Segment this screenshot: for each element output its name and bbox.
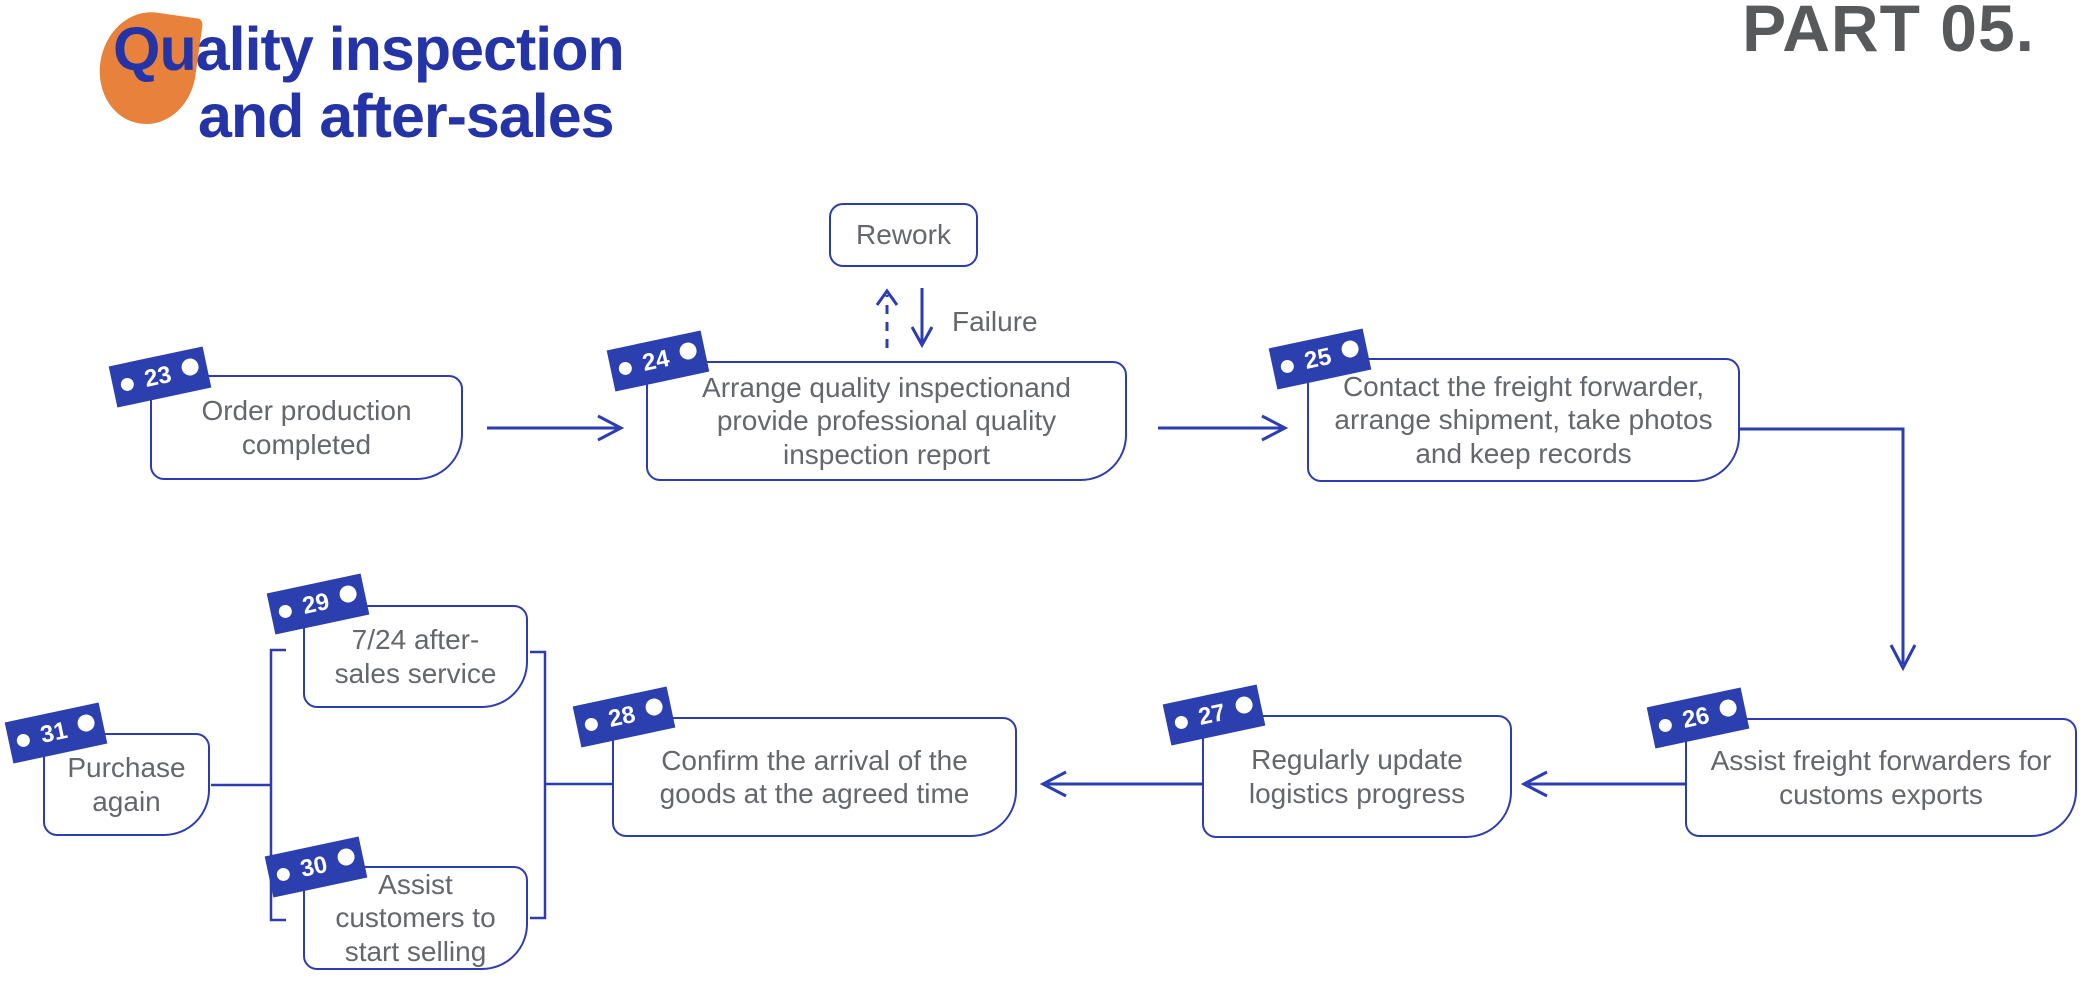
step-text-31: Purchase again [67,752,186,817]
step-number-27: 27 [1196,698,1228,731]
step-number-23: 23 [142,360,174,393]
rework-box: Rework [829,203,978,267]
page-title-line1: Quality inspection [113,15,625,83]
arrow-26-to-27 [1520,770,1685,798]
arrow-27-to-28 [1039,770,1202,798]
step-text-28: Confirm the arrival of the goods at the … [659,744,970,809]
step-number-28: 28 [606,700,638,733]
step-number-24: 24 [640,344,672,377]
step-text-29: 7/24 after-sales service [334,624,497,689]
step-box-29: 7/24 after-sales service [303,605,528,708]
arrow-rework-to-24-solid [910,288,934,349]
step-box-27: Regularly update logistics progress [1202,715,1512,838]
step-text-27: Regularly update logistics progress [1248,744,1466,809]
failure-label: Failure [952,306,1038,337]
step-number-29: 29 [300,587,332,620]
step-text-30: Assist customers to start selling [335,869,496,967]
step-number-25: 25 [1302,342,1334,375]
step-text-25: Contact the freight forwarder, arrange s… [1334,371,1713,469]
arrow-25-to-26 [1740,427,1917,672]
arrow-23-to-24 [487,414,625,442]
step-text-26: Assist freight forwarders for customs ex… [1710,745,2052,810]
step-box-23: Order production completed [150,375,463,480]
step-box-28: Confirm the arrival of the goods at the … [612,717,1017,837]
step-number-30: 30 [298,850,330,883]
step-box-30: Assist customers to start selling [303,866,528,970]
step-number-31: 31 [38,716,70,749]
step-box-25: Contact the freight forwarder, arrange s… [1307,358,1740,482]
step-box-31: Purchase again [43,733,210,836]
page-title: Quality inspection and after-sales [113,15,625,151]
page-title-line2: and after-sales [198,82,615,151]
step-number-26: 26 [1680,701,1712,734]
step-box-24: Arrange quality inspectionand provide pr… [646,361,1127,481]
step-box-26: Assist freight forwarders for customs ex… [1685,718,2077,837]
rework-label: Rework [856,219,951,250]
step-text-24: Arrange quality inspectionand provide pr… [702,372,1071,470]
step-text-23: Order production completed [201,395,412,460]
arrow-24-to-rework-head [875,288,899,306]
part-number-label: PART 05. [1742,0,2035,65]
bracket-right [530,650,547,920]
arrow-24-to-25 [1158,414,1289,442]
